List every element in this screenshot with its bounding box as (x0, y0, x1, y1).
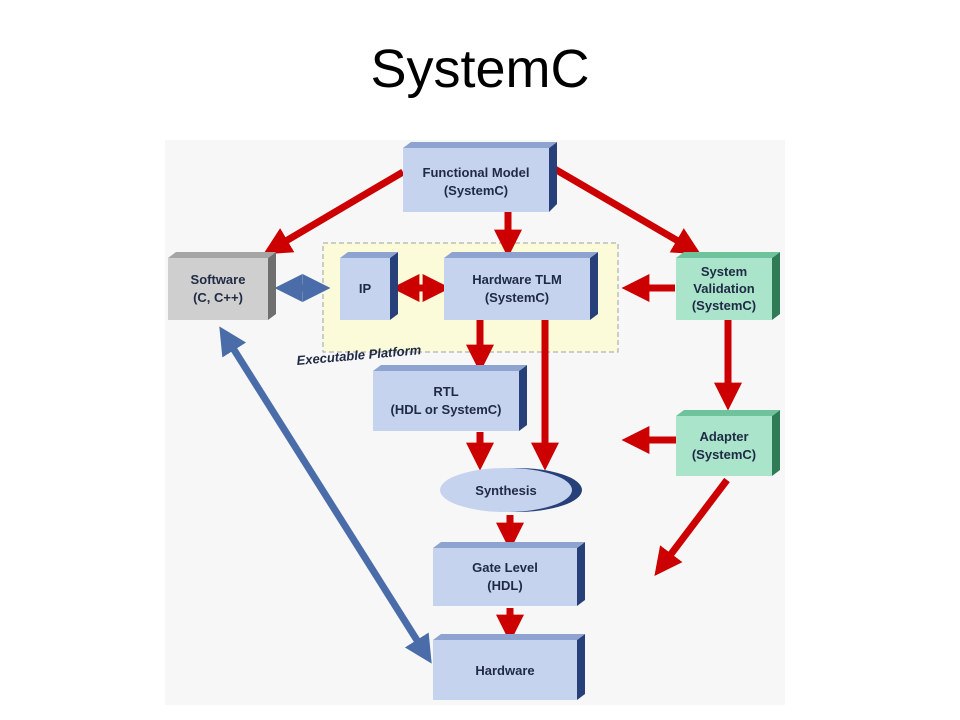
node-gate-level: Gate Level (HDL) (433, 542, 585, 606)
node-system-validation: System Validation (SystemC) (676, 252, 780, 320)
rtl-line2: (HDL or SystemC) (390, 402, 501, 417)
system-validation-line2: Validation (693, 281, 754, 296)
functional-model-line2: (SystemC) (444, 183, 508, 198)
arrow-functional-to-software (263, 168, 405, 255)
node-ip: IP (340, 252, 398, 320)
node-synthesis: Synthesis (440, 468, 582, 512)
software-line1: Software (191, 272, 246, 287)
software-line2: (C, C++) (193, 290, 243, 305)
arrow-software-hardware (219, 326, 432, 664)
node-functional-model: Functional Model (SystemC) (403, 142, 557, 212)
hardware-tlm-line1: Hardware TLM (472, 272, 562, 287)
functional-model-line1: Functional Model (423, 165, 530, 180)
system-validation-line1: System (701, 264, 747, 279)
system-validation-line3: (SystemC) (692, 298, 756, 313)
arrow-adapter-to-gate (654, 477, 730, 577)
hardware-line1: Hardware (475, 663, 534, 678)
node-hardware: Hardware (433, 634, 585, 700)
red-arrows (263, 164, 742, 643)
blue-arrows (219, 274, 432, 664)
synthesis-line1: Synthesis (475, 483, 536, 498)
node-software: Software (C, C++) (168, 252, 276, 320)
gate-level-line1: Gate Level (472, 560, 538, 575)
hardware-tlm-line2: (SystemC) (485, 290, 549, 305)
gate-level-line2: (HDL) (487, 578, 522, 593)
node-adapter: Adapter (SystemC) (676, 410, 780, 476)
ip-line1: IP (359, 281, 372, 296)
node-hardware-tlm: Hardware TLM (SystemC) (444, 252, 598, 320)
node-rtl: RTL (HDL or SystemC) (373, 365, 527, 431)
arrow-functional-to-validation (551, 164, 701, 255)
slide-title: SystemC (370, 39, 590, 99)
rtl-line1: RTL (433, 384, 458, 399)
adapter-line2: (SystemC) (692, 447, 756, 462)
adapter-line1: Adapter (699, 429, 748, 444)
